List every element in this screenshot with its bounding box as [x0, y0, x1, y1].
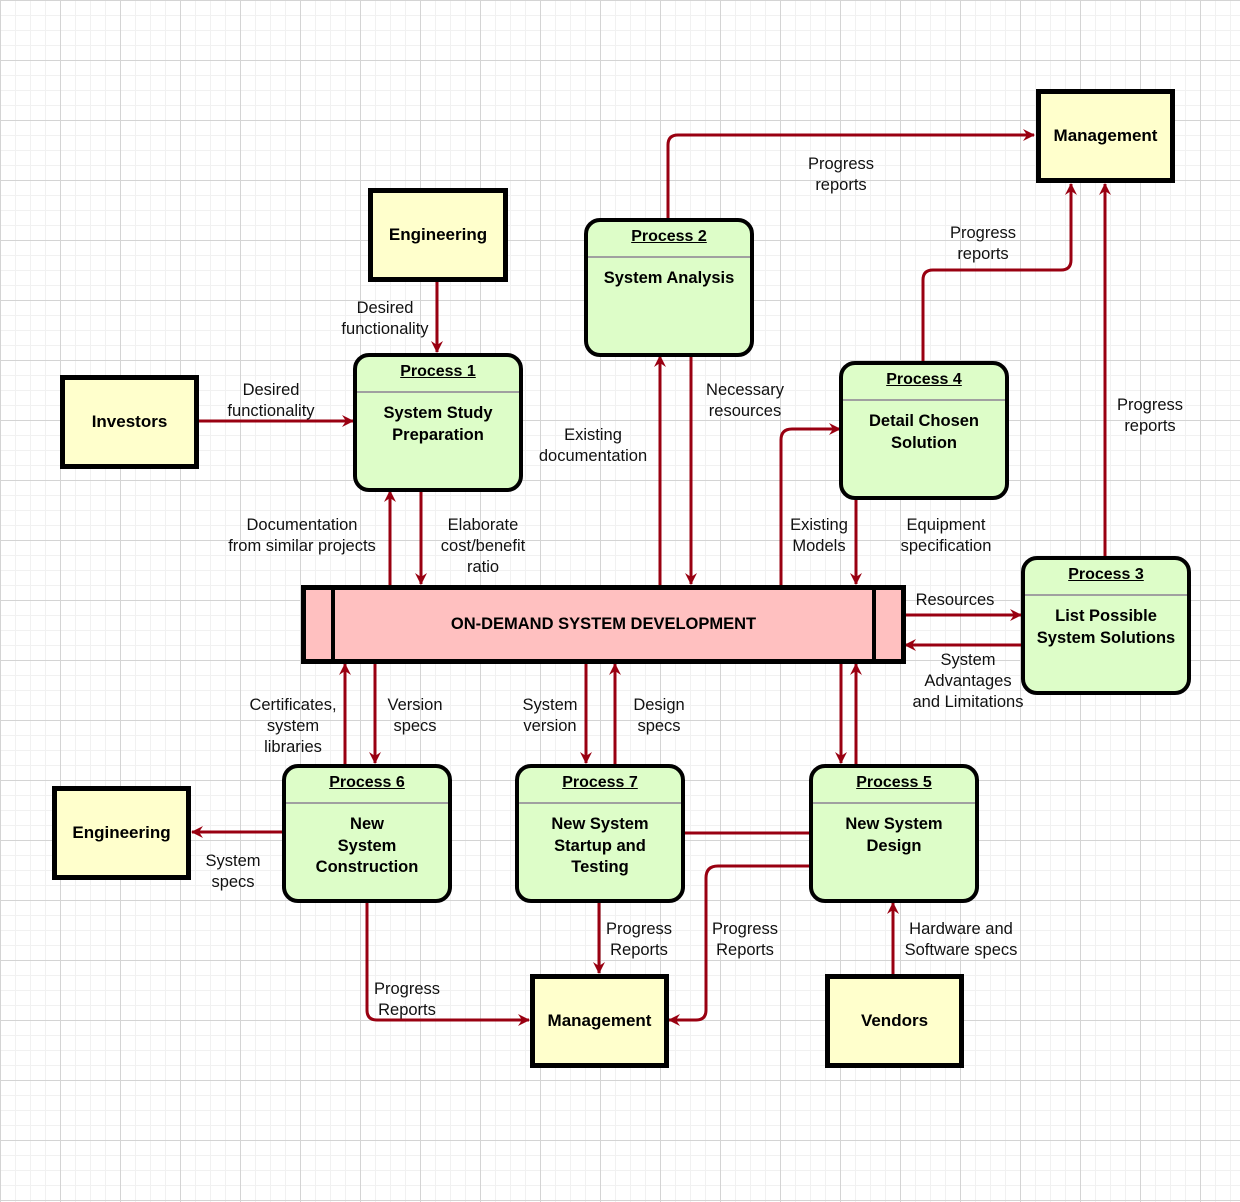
flow-label-certificates: Certificates, system libraries	[249, 696, 337, 756]
flow-label-system-version: System version	[522, 696, 578, 735]
flow-label-version-specs: Version specs	[387, 696, 443, 735]
flow-label-p6-progress: Progress Reports	[373, 980, 441, 1019]
process-3[interactable]: Process 3 List Possible System Solutions	[1021, 556, 1191, 695]
flow-label-p7-progress: Progress Reports	[605, 920, 673, 959]
process-title: Process 5	[813, 768, 975, 804]
process-title: Process 2	[588, 222, 750, 258]
entity-label: Vendors	[860, 1011, 929, 1030]
flow-p4-to-management-top	[921, 183, 1077, 362]
store-left-divider	[331, 590, 335, 659]
flow-label-p3-progress: Progress reports	[1116, 396, 1184, 435]
process-title: Process 6	[286, 768, 448, 804]
entity-label: Investors	[91, 412, 168, 431]
entity-vendors[interactable]: Vendors	[825, 974, 964, 1068]
process-7[interactable]: Process 7 New System Startup and Testing	[515, 764, 685, 903]
entity-engineering-top[interactable]: Engineering	[368, 188, 508, 282]
process-name: System Analysis	[603, 269, 735, 287]
entity-label: Engineering	[72, 823, 171, 842]
flow-label-investors-desired: Desired functionality	[227, 381, 315, 420]
process-1[interactable]: Process 1 System Study Preparation	[353, 353, 523, 492]
entity-management-top[interactable]: Management	[1036, 89, 1175, 183]
flow-label-resources: Resources	[915, 591, 995, 609]
flow-label-engineering-desired: Desired functionality	[341, 299, 429, 338]
flow-label-advantages-limitations: System Advantages and Limitations	[912, 651, 1024, 711]
process-name: New System Design	[845, 815, 943, 855]
flow-label-p2-progress: Progress reports	[807, 155, 875, 194]
flow-store-to-p4	[779, 423, 841, 586]
entity-management-bottom[interactable]: Management	[530, 974, 669, 1068]
process-title: Process 7	[519, 768, 681, 804]
process-2[interactable]: Process 2 System Analysis	[584, 218, 754, 357]
flow-label-design-specs: Design specs	[633, 696, 685, 735]
flow-label-existing-documentation: Existing documentation	[538, 426, 648, 465]
data-store-label: ON-DEMAND SYSTEM DEVELOPMENT	[450, 615, 757, 633]
process-title: Process 3	[1025, 560, 1187, 596]
process-name: New System Startup and Testing	[551, 815, 649, 876]
flow-label-necessary-resources: Necessary resources	[706, 381, 784, 420]
entity-label: Engineering	[388, 225, 488, 244]
process-5[interactable]: Process 5 New System Design	[809, 764, 979, 903]
process-title: Process 4	[843, 365, 1005, 401]
flow-label-system-specs: System specs	[205, 852, 261, 891]
data-store-on-demand-system-development[interactable]: ON-DEMAND SYSTEM DEVELOPMENT	[301, 585, 906, 664]
process-name: Detail Chosen Solution	[868, 412, 980, 452]
flow-label-p5-progress: Progress Reports	[711, 920, 779, 959]
flow-label-cost-benefit: Elaborate cost/benefit ratio	[440, 516, 526, 576]
process-name: New System Construction	[315, 815, 419, 876]
entity-investors[interactable]: Investors	[60, 375, 199, 469]
entity-label: Management	[547, 1011, 652, 1030]
flow-label-hardware-software: Hardware and Software specs	[904, 920, 1018, 959]
flow-p6-to-management-bottom	[365, 901, 530, 1026]
flow-p2-to-management-top	[666, 129, 1035, 220]
flow-label-documentation: Documentation from similar projects	[228, 516, 376, 555]
flow-label-equipment-spec: Equipment specification	[900, 516, 992, 555]
process-name: List Possible System Solutions	[1036, 607, 1176, 647]
flow-label-p4-progress: Progress reports	[949, 224, 1017, 263]
store-right-divider	[872, 590, 876, 659]
process-name: System Study Preparation	[383, 404, 493, 444]
process-4[interactable]: Process 4 Detail Chosen Solution	[839, 361, 1009, 500]
entity-engineering-bottom[interactable]: Engineering	[52, 786, 191, 880]
process-title: Process 1	[357, 357, 519, 393]
flow-p5-to-management-bottom	[668, 864, 811, 1026]
entity-label: Management	[1053, 126, 1158, 145]
process-6[interactable]: Process 6 New System Construction	[282, 764, 452, 903]
flow-label-existing-models: Existing Models	[790, 516, 848, 555]
